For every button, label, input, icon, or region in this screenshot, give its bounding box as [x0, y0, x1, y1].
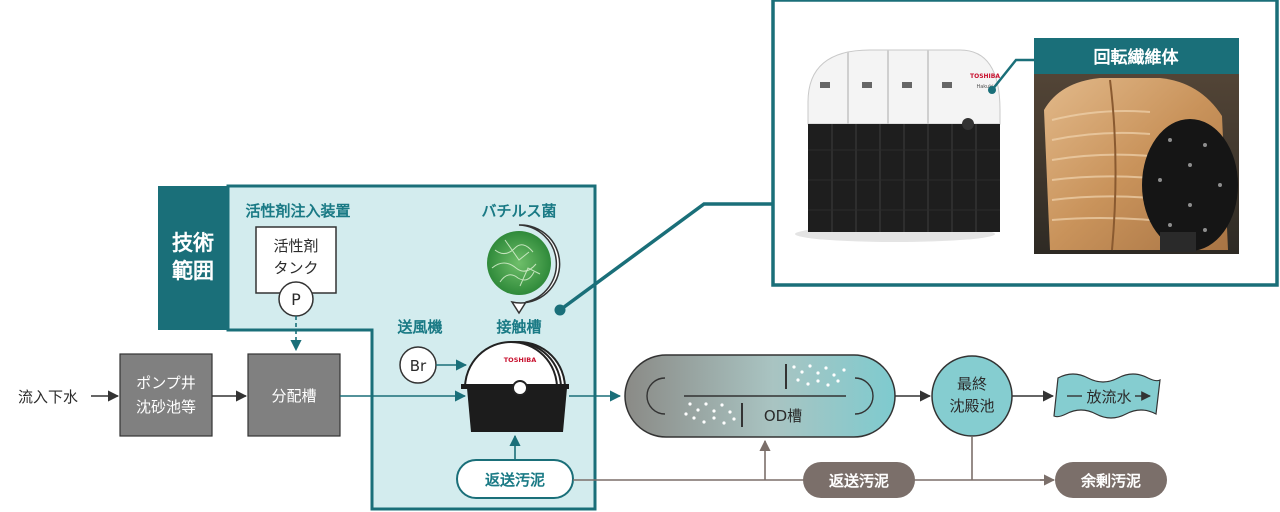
contact-tank-label: 接触槽 [496, 318, 541, 336]
od-tank: OD槽 [624, 354, 896, 438]
discharge-water-shape [1053, 373, 1161, 419]
scope-tab [158, 186, 228, 330]
photo-inset: TOSHIBA Hakuki 回転繊維体 [771, 0, 1279, 287]
blower-label: 送風機 [396, 318, 442, 336]
sludge-lines: 返送汚泥 余剰汚泥 [573, 436, 1167, 498]
final-settling-tank: 最終 沈殿池 [931, 355, 1013, 437]
discharge-label: 放流水 [1086, 388, 1131, 406]
bacteria-bubble [510, 224, 561, 315]
return-sludge-inner: 返送汚泥 [456, 434, 574, 499]
pump-well-label-2: 沈砂池等 [136, 398, 196, 416]
final-settling-circle [931, 355, 1013, 437]
activator-tank-label-1: 活性剤 [273, 237, 318, 255]
photo-sub-brand: Hakuki [976, 84, 993, 90]
activator-device-label: 活性剤注入装置 [245, 202, 350, 220]
main-flow-upstream: 流入下水 ポンプ井 沈砂池等 分配槽 [18, 353, 467, 437]
od-tank-bubbles-top [792, 364, 846, 387]
distribution-tank-label: 分配槽 [271, 387, 316, 405]
return-sludge-inner-label: 返送汚泥 [485, 471, 545, 489]
bacteria-icon [487, 231, 551, 295]
scope-tab-label-2: 範囲 [172, 259, 214, 283]
bacillus-bacteria: バチルス菌 [481, 202, 561, 315]
photo-caption-bar [1034, 38, 1239, 74]
final-settling-label-2: 沈殿池 [949, 397, 994, 415]
return-sludge-outer-label: 返送汚泥 [829, 472, 889, 490]
return-sludge-outer-pill [803, 462, 915, 498]
pump-symbol: P [291, 290, 301, 309]
od-tank-bubbles-bottom [684, 402, 736, 425]
pump-well-box [119, 353, 213, 437]
photo-brand: TOSHIBA [970, 73, 1000, 80]
excess-sludge-label: 余剰汚泥 [1080, 472, 1141, 490]
rotating-unit-illustration: TOSHIBA Hakuki [795, 49, 1001, 242]
distribution-tank-box [247, 353, 341, 437]
inflow-label: 流入下水 [18, 388, 78, 406]
scope-tab-label-1: 技術 [172, 231, 214, 255]
activator-injection-device: 活性剤注入装置 活性剤 タンク P [245, 202, 351, 352]
contact-tank-body [467, 388, 567, 432]
photo-leader-line [991, 58, 1034, 91]
od-tank-label: OD槽 [764, 407, 802, 425]
activator-tank-label-2: タンク [273, 259, 318, 277]
pump-well-label-1: ポンプ井 [136, 374, 196, 392]
bacteria-label: バチルス菌 [481, 202, 556, 220]
callout-line [554, 202, 774, 316]
blower-symbol: Br [410, 357, 427, 375]
final-settling-label-1: 最終 [957, 375, 987, 393]
discharge-water: 放流水 [1053, 373, 1161, 419]
excess-sludge-pill [1055, 462, 1167, 498]
contact-tank-brand: TOSHIBA [504, 356, 536, 364]
blower: 送風機 Br [396, 318, 468, 384]
rotating-fiber-photo: 回転繊維体 [1034, 38, 1239, 254]
contact-tank: 接触槽 TOSHIBA [461, 318, 569, 432]
photo-caption: 回転繊維体 [1094, 47, 1180, 68]
